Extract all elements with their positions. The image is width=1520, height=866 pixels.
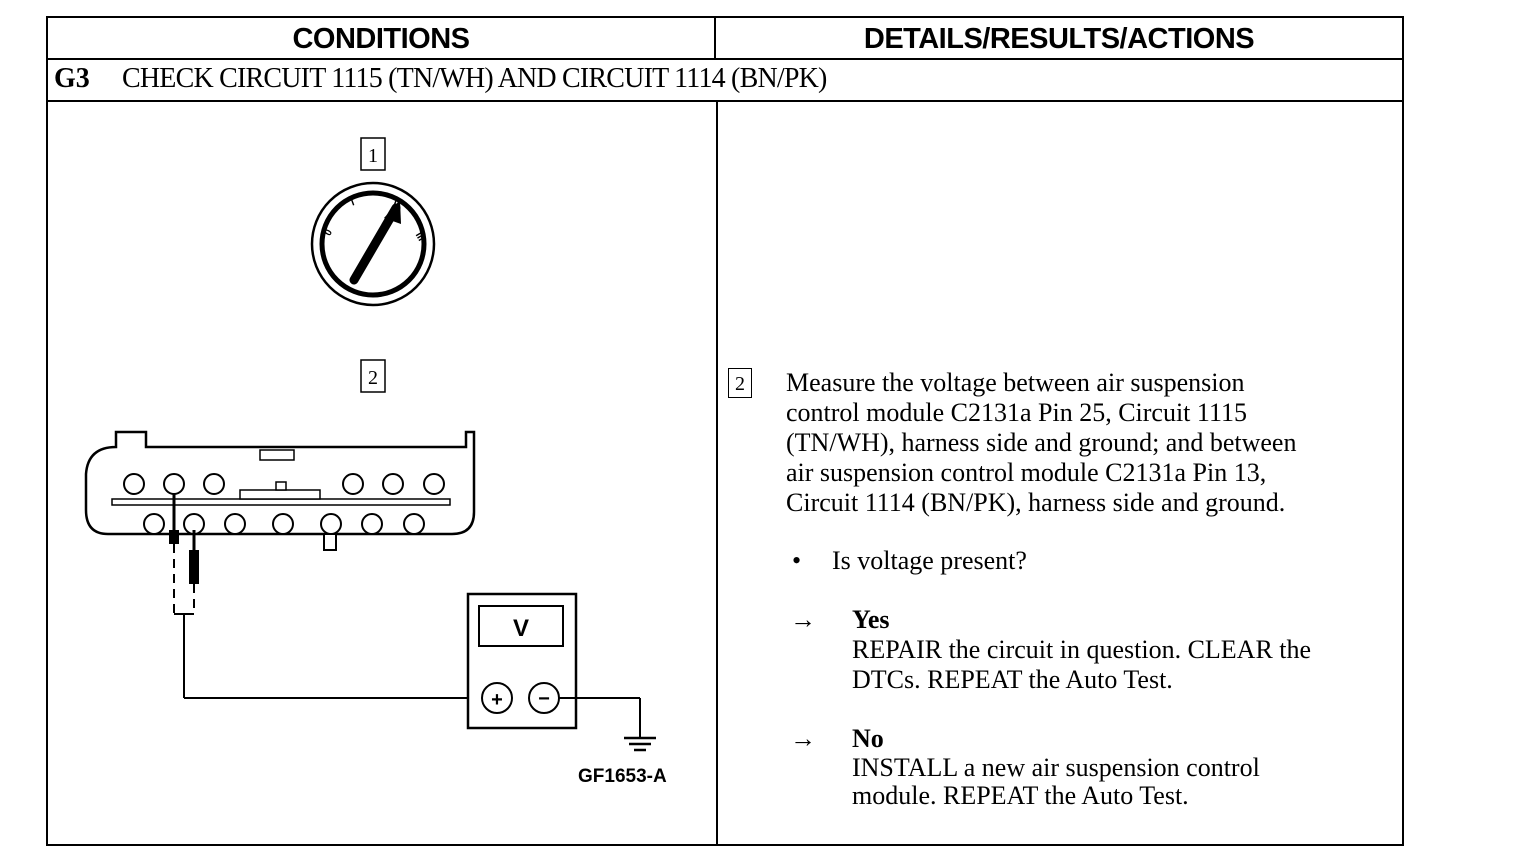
details-header: DETAILS/RESULTS/ACTIONS <box>716 18 1402 60</box>
connector-icon <box>84 430 476 551</box>
callout-2-box <box>360 359 386 393</box>
ignition-pos-0: 0 <box>323 227 336 238</box>
ignition-pos-1: I <box>350 197 357 208</box>
instruction-line: air suspension control module C2131a Pin… <box>786 458 1267 487</box>
instruction-line: (TN/WH), harness side and ground; and be… <box>786 428 1297 457</box>
step-id: G3 <box>54 63 90 94</box>
bullet-icon: • <box>792 546 802 575</box>
callout-2-label: 2 <box>368 367 378 389</box>
test-probes-icon <box>169 494 482 699</box>
instruction-line: control module C2131a Pin 25, Circuit 11… <box>786 398 1247 427</box>
instruction-text: Measure the voltage between air suspensi… <box>786 368 1296 518</box>
yes-arrow-icon: → <box>790 605 816 634</box>
callout-1-box <box>360 137 386 171</box>
voltmeter-icon: V + − <box>466 592 578 730</box>
no-label: No <box>852 724 884 753</box>
column-divider <box>716 102 718 846</box>
meter-label: V <box>513 615 529 642</box>
wiring-diagram: 1 0 I II III 2 <box>84 137 656 752</box>
step-title-row: G3 CHECK CIRCUIT 1115 (TN/WH) AND CIRCUI… <box>48 60 1402 102</box>
conditions-cell: 1 0 I II III 2 <box>48 102 716 846</box>
ignition-switch-icon: 0 I II III <box>310 181 436 307</box>
no-result: No INSTALL a new air suspension control … <box>852 724 1260 810</box>
meter-plus: + <box>491 689 503 711</box>
meter-minus: − <box>538 688 550 710</box>
no-arrow-icon: → <box>790 724 816 753</box>
yes-action-line: REPAIR the circuit in question. CLEAR th… <box>852 635 1312 664</box>
callout-1-label: 1 <box>368 145 378 167</box>
question-text: Is voltage present? <box>832 546 1027 575</box>
yes-result: Yes REPAIR the circuit in question. CLEA… <box>852 605 1311 695</box>
conditions-header: CONDITIONS <box>48 18 716 60</box>
no-action-line: INSTALL a new air suspension control <box>852 753 1260 782</box>
figure-code: GF1653-A <box>578 766 667 787</box>
step-title: CHECK CIRCUIT 1115 (TN/WH) AND CIRCUIT 1… <box>122 63 827 94</box>
yes-label: Yes <box>852 605 890 634</box>
instruction-line: Measure the voltage between air suspensi… <box>786 368 1245 397</box>
no-action-line: module. REPEAT the Auto Test. <box>852 781 1189 810</box>
yes-action-line: DTCs. REPEAT the Auto Test. <box>852 665 1173 694</box>
details-step-number: 2 <box>728 368 752 398</box>
instruction-line: Circuit 1114 (BN/PK), harness side and g… <box>786 488 1286 517</box>
ground-icon <box>559 697 656 752</box>
procedure-table: CONDITIONS DETAILS/RESULTS/ACTIONS G3 CH… <box>46 16 1404 846</box>
